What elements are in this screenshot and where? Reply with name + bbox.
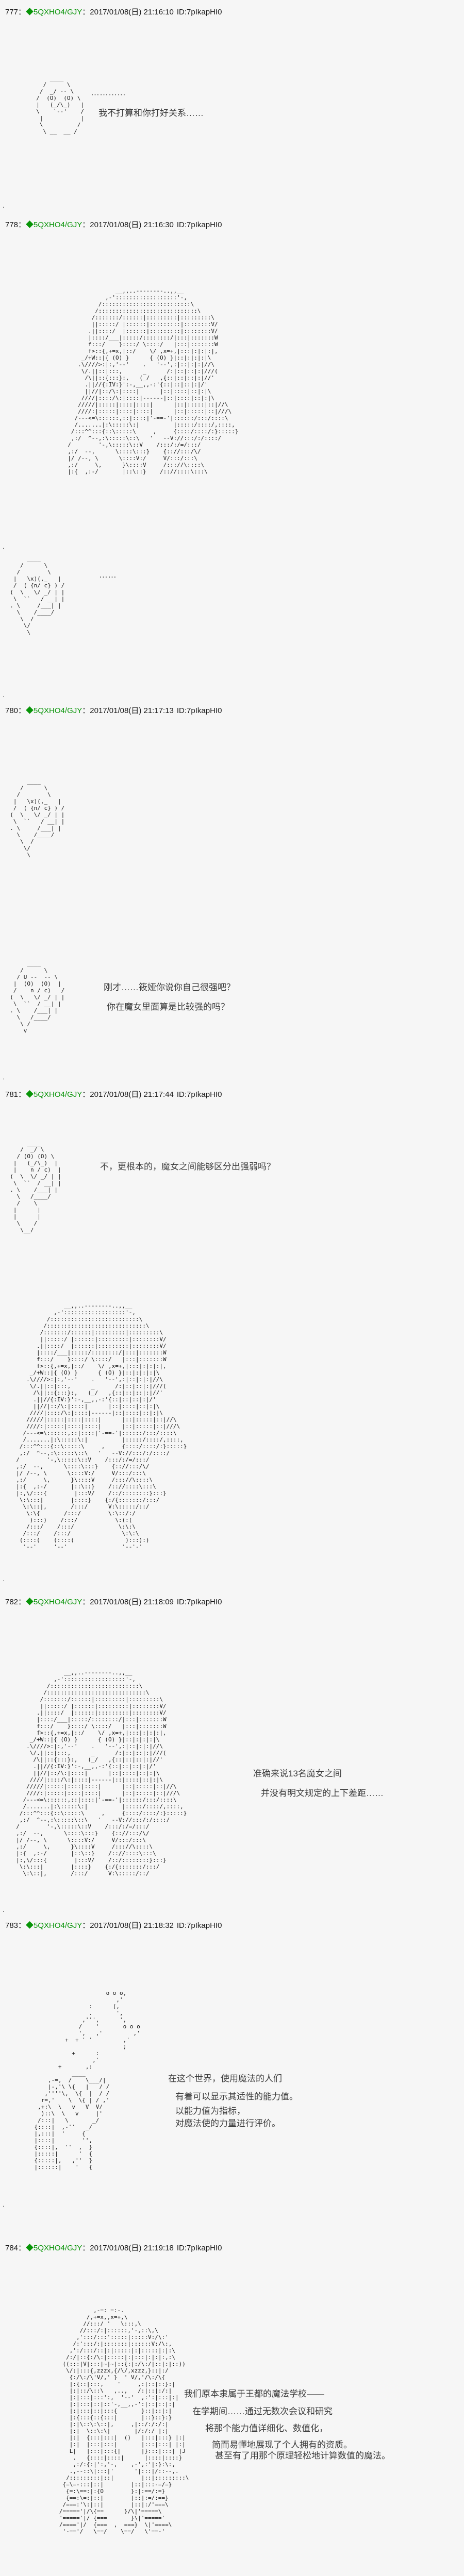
dialogue-line: 在学期间……通过无数次会议和研究 xyxy=(192,2406,333,2416)
post-author-trip: ◆5QXHO4/GJY xyxy=(26,221,82,229)
separator-dot: . xyxy=(3,2201,5,2208)
post-id: ID:7pIkapHI0 xyxy=(176,706,222,715)
post-author-trip: ◆5QXHO4/GJY xyxy=(26,706,82,715)
ascii-art-girl-twin: ,-=: =:-. /,+=x,,x=+,\ //:::/ ' \:::,\ /… xyxy=(59,2307,189,2535)
dialogue-line: 不，更根本的，魔女之间能够区分出强弱吗？ xyxy=(100,1162,275,1172)
post-number: 782 xyxy=(5,1598,19,1606)
dialogue-line: 刚才……筱娅你说你自己很强吧？ xyxy=(104,982,235,992)
ascii-art-face-closed: ____ / \ / \ | \x)(,_ | / ( {n/ c} ) / (… xyxy=(10,778,65,858)
dialogue-line: 在这个世界，使用魔法的人们 xyxy=(168,2074,282,2083)
dialogue-line: 简而易懂地展现了个人拥有的资质。 xyxy=(212,2440,352,2450)
dialogue-line: 有着可以显示其适性的能力值。 xyxy=(175,2092,298,2102)
post-datetime: 2017/01/08(日) 21:19:18 xyxy=(90,2244,174,2252)
separator: ： xyxy=(18,1598,26,1606)
separator-dot: . xyxy=(3,1906,5,1913)
post-datetime: 2017/01/08(日) 21:16:30 xyxy=(90,221,174,229)
separator: ： xyxy=(82,8,90,16)
post-id: ID:7pIkapHI0 xyxy=(176,1090,222,1099)
ascii-art-girl: __,,..--------..,,__ ,-'::::::::::::::::… xyxy=(68,287,239,475)
separator: ： xyxy=(18,706,26,715)
dialogue-line: 将那个能力值详细化、数值化， xyxy=(205,2424,328,2433)
dialogue-line: ………… xyxy=(91,88,126,97)
post-number: 781 xyxy=(5,1090,19,1099)
dialogue-line: 我不打算和你打好关系…… xyxy=(98,108,204,118)
ascii-art-face-closed: ____ / \ / \ | \x)(,_ | / ( {n/ c} ) / (… xyxy=(10,555,65,636)
ascii-art-girl: __,,..--------..,,__ ,-'::::::::::::::::… xyxy=(16,1669,187,1877)
dialogue-line: …… xyxy=(99,570,117,580)
separator: ： xyxy=(82,1598,90,1606)
separator-dot: . xyxy=(3,1074,5,1081)
post-datetime: 2017/01/08(日) 21:17:13 xyxy=(90,706,174,715)
separator: ： xyxy=(82,221,90,229)
post-number: 777 xyxy=(5,8,19,16)
separator-dot: . xyxy=(3,202,5,209)
post-author-trip: ◆5QXHO4/GJY xyxy=(26,1090,82,1099)
ascii-art-face-brow: ____ / \ / U -- -- \ | (O) (O) | / n / c… xyxy=(10,960,65,1034)
separator-dot: . xyxy=(3,1575,5,1583)
dialogue-line: 以能力值为指标， xyxy=(175,2106,245,2116)
post-datetime: 2017/01/08(日) 21:17:44 xyxy=(90,1090,174,1099)
post-number: 780 xyxy=(5,706,19,715)
separator-dot: . xyxy=(3,691,5,699)
ascii-art-girl: __,,..--------..,,__ ,-'::::::::::::::::… xyxy=(16,1302,187,1550)
post-number: 783 xyxy=(5,1921,19,1930)
post-datetime: 2017/01/08(日) 21:18:09 xyxy=(90,1598,174,1606)
post-id: ID:7pIkapHI0 xyxy=(176,2244,222,2252)
post-author-trip: ◆5QXHO4/GJY xyxy=(26,1598,82,1606)
dialogue-line: 甚至有了用那个原理轻松地计算数值的魔法。 xyxy=(215,2451,390,2461)
separator: ： xyxy=(82,1090,90,1099)
dialogue-line: 并没有明文规定的上下差距…… xyxy=(261,1788,384,1798)
post-author-trip: ◆5QXHO4/GJY xyxy=(26,2244,82,2252)
separator: ： xyxy=(18,1090,26,1099)
ascii-art-face-open: ____ / \ / _/ -- \ / (O) (O) \ | (_/\_) … xyxy=(36,75,84,135)
separator: ： xyxy=(82,706,90,715)
post-author-trip: ◆5QXHO4/GJY xyxy=(26,1921,82,1930)
post-id: ID:7pIkapHI0 xyxy=(176,1921,222,1930)
ascii-art-hand: o o o, ,' : (, . ', ,''', ', / ' o o o '… xyxy=(34,1990,140,2171)
separator: ： xyxy=(18,1921,26,1930)
post-datetime: 2017/01/08(日) 21:18:32 xyxy=(90,1921,174,1930)
dialogue-line: 你在魔女里面算是比较强的吗？ xyxy=(107,1002,229,1012)
ascii-art-face-hands: ____ / _/ \ / (O) (O) \ | (_/\_) | | n /… xyxy=(10,1140,61,1233)
separator: ： xyxy=(82,1921,90,1930)
separator: ： xyxy=(82,2244,90,2252)
post-datetime: 2017/01/08(日) 21:16:10 xyxy=(90,8,174,16)
post-id: ID:7pIkapHI0 xyxy=(176,221,222,229)
separator-dot: . xyxy=(3,543,5,550)
dialogue-line: 我们原本隶属于王都的魔法学校—— xyxy=(184,2389,324,2399)
separator: ： xyxy=(18,2244,26,2252)
post-number: 778 xyxy=(5,221,19,229)
separator: ： xyxy=(18,221,26,229)
dialogue-line: 准确来说13名魔女之间 xyxy=(253,1769,342,1778)
post-id: ID:7pIkapHI0 xyxy=(176,8,222,16)
separator: ： xyxy=(18,8,26,16)
post-author-trip: ◆5QXHO4/GJY xyxy=(26,8,82,16)
dialogue-line: 对魔法使的力量进行评价。 xyxy=(175,2119,280,2128)
post-number: 784 xyxy=(5,2244,19,2252)
post-id: ID:7pIkapHI0 xyxy=(176,1598,222,1606)
